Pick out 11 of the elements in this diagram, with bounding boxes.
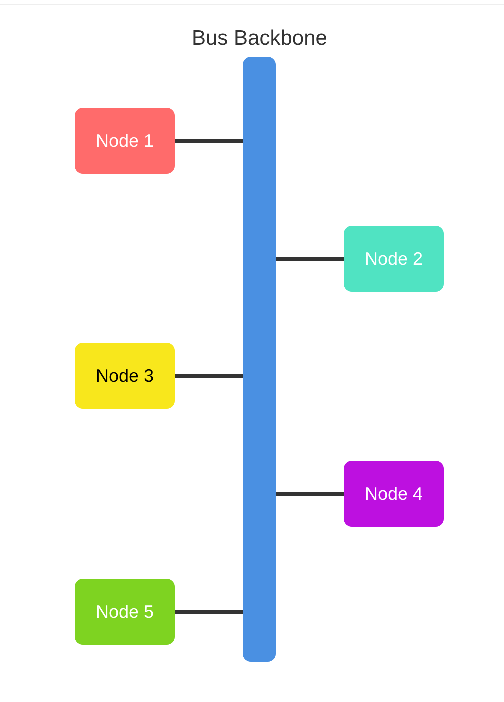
connector-line <box>175 139 243 143</box>
node-box: Node 1 <box>75 108 175 174</box>
node-box: Node 4 <box>344 461 444 527</box>
connector-line <box>175 610 243 614</box>
connector-line <box>276 257 344 261</box>
node-box: Node 5 <box>75 579 175 645</box>
node-box: Node 2 <box>344 226 444 292</box>
bus-title: Bus Backbone <box>192 27 328 51</box>
connector-line <box>175 374 243 378</box>
node-box: Node 3 <box>75 343 175 409</box>
connector-line <box>276 492 344 496</box>
